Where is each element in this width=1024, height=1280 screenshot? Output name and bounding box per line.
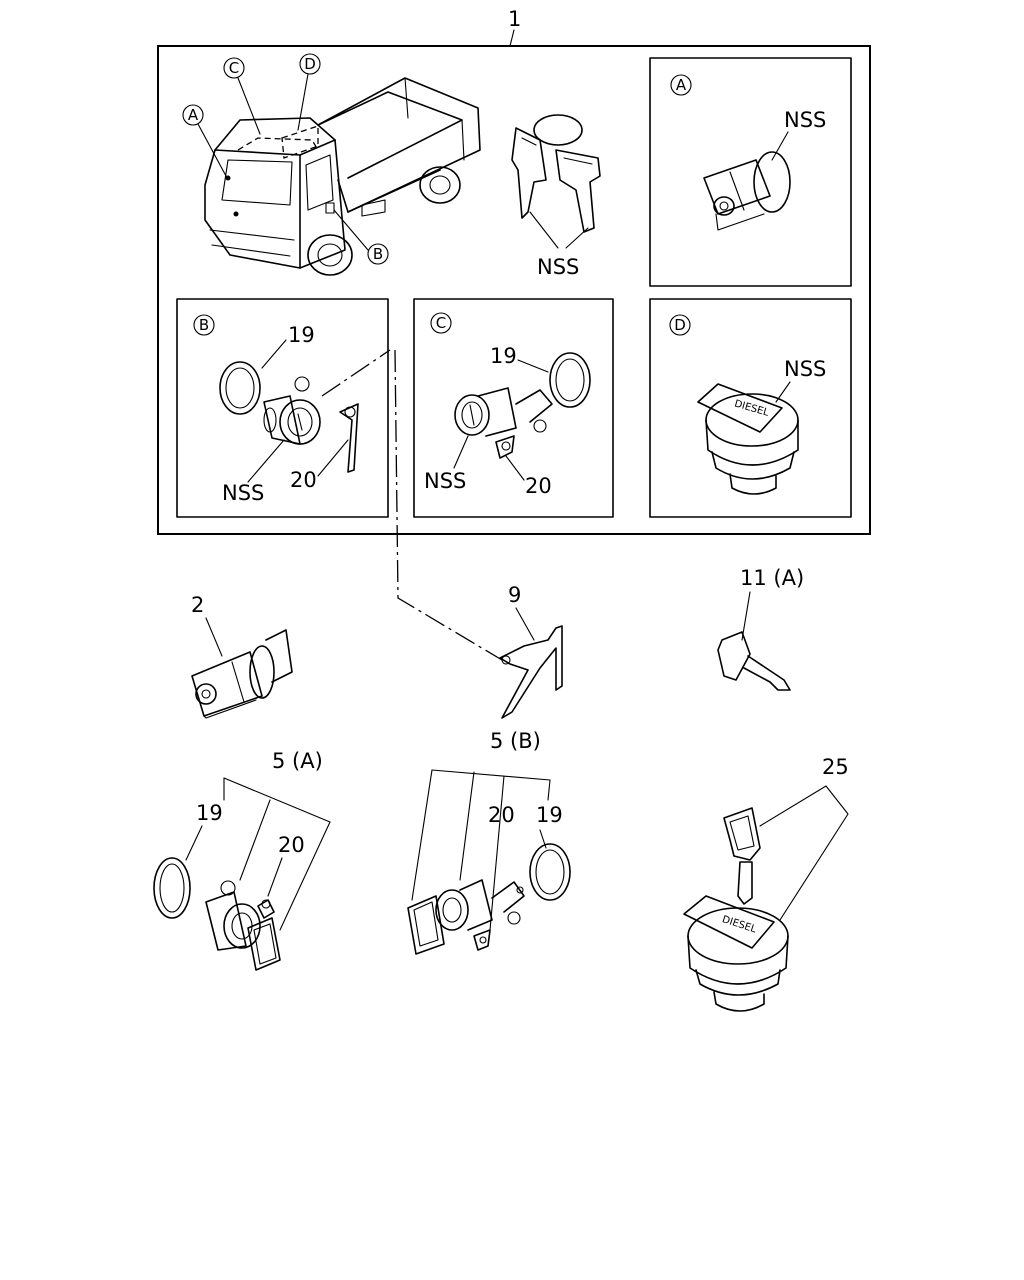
panel-d: D NSS DIESEL	[649, 298, 852, 518]
panel-b: B 19 NSS 20	[176, 298, 391, 518]
part-5b: 5 (B) 20 19	[407, 729, 571, 955]
truck-callout-d: D	[297, 53, 321, 131]
truck-callout-b: B	[333, 209, 389, 265]
label-part-5b-19: 19	[536, 803, 563, 827]
callout-letter: A	[676, 76, 687, 94]
label-panel-c-19: 19	[490, 344, 517, 368]
label-panel-a-nss: NSS	[784, 108, 826, 132]
key-set: NSS	[511, 114, 601, 279]
label-part-5a-20: 20	[278, 833, 305, 857]
callout-letter: B	[199, 316, 209, 334]
label-panel-d-nss: NSS	[784, 357, 826, 381]
label-panel-b-nss: NSS	[222, 481, 264, 505]
callout-letter: B	[373, 245, 383, 263]
callout-letter: D	[304, 55, 316, 73]
assembly-frame: 1	[157, 7, 871, 535]
label-panel-b-19: 19	[288, 323, 315, 347]
truck-callout-a: A	[182, 104, 227, 177]
callout-letter: A	[188, 106, 199, 124]
cap-text-diesel: DIESEL	[721, 914, 758, 935]
label-part-25: 25	[822, 755, 849, 779]
label-part-5a-19: 19	[196, 801, 223, 825]
truck-illustration	[204, 77, 481, 276]
label-panel-b-20: 20	[290, 468, 317, 492]
part-2: 2	[191, 593, 293, 719]
callout-letter: C	[229, 59, 239, 77]
label-keys-nss: NSS	[537, 255, 579, 279]
label-assembly-1: 1	[508, 7, 521, 31]
label-part-5a: 5 (A)	[272, 749, 323, 773]
callout-letter: C	[436, 314, 446, 332]
part-5a: 5 (A) 19 20	[153, 749, 331, 971]
label-part-5b-20: 20	[488, 803, 515, 827]
panel-c: C 19 NSS 20	[413, 298, 614, 518]
part-11a: 11 (A)	[717, 566, 804, 691]
chain-line-to-part-9	[394, 349, 503, 661]
label-part-9: 9	[508, 583, 521, 607]
part-25: 25 DIESEL	[683, 755, 849, 1012]
label-part-5b: 5 (B)	[490, 729, 541, 753]
label-panel-c-20: 20	[525, 474, 552, 498]
label-part-11a: 11 (A)	[740, 566, 804, 590]
label-part-2: 2	[191, 593, 204, 617]
part-9: 9	[499, 583, 563, 719]
truck-callout-c: C	[223, 57, 261, 135]
panel-a: A NSS	[649, 57, 852, 287]
label-panel-c-nss: NSS	[424, 469, 466, 493]
callout-letter: D	[674, 316, 686, 334]
